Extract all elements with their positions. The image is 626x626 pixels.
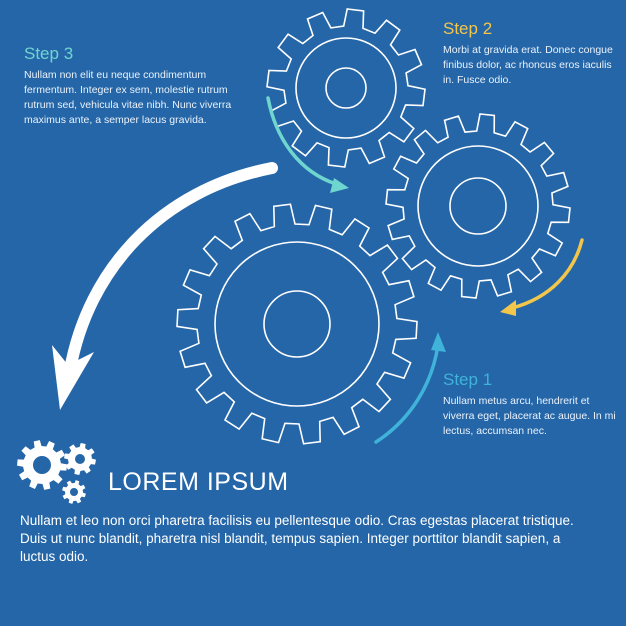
step-2-arrow xyxy=(500,238,584,316)
step-2-text: Morbi at gravida erat. Donec congue fini… xyxy=(443,44,613,86)
big-curved-arrow xyxy=(52,162,278,410)
small-gear-icon-1 xyxy=(17,440,67,490)
step-2: Step 2 Morbi at gravida erat. Donec cong… xyxy=(443,19,613,88)
headline: LOREM IPSUM xyxy=(108,468,289,496)
step-1: Step 1 Nullam metus arcu, hendrerit et v… xyxy=(443,370,618,439)
description: Nullam et leo non orci pharetra facilisi… xyxy=(20,513,574,564)
step-1-arrow xyxy=(374,332,446,444)
small-gear-icon-2 xyxy=(64,443,96,475)
step-3-text: Nullam non elit eu neque condimentum fer… xyxy=(24,69,232,126)
large-gear xyxy=(176,203,418,445)
step-3: Step 3 Nullam non elit eu neque condimen… xyxy=(24,44,254,128)
gears-icon xyxy=(17,440,96,504)
step-1-title: Step 1 xyxy=(443,370,493,389)
small-gear-icon-3 xyxy=(62,480,86,504)
step-3-title: Step 3 xyxy=(24,44,74,63)
step-3-arrow xyxy=(266,96,349,193)
step-1-text: Nullam metus arcu, hendrerit et viverra … xyxy=(443,395,616,437)
medium-gear xyxy=(385,113,571,299)
small-gear xyxy=(266,8,426,168)
step-2-title: Step 2 xyxy=(443,19,493,38)
